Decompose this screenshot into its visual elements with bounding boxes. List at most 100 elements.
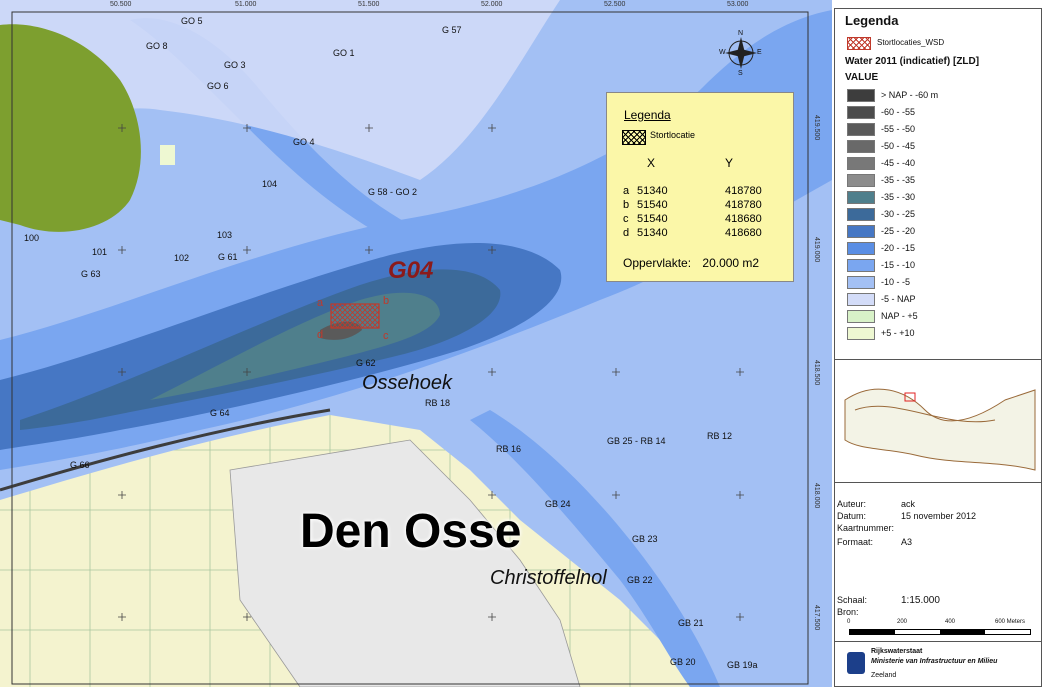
buoy-label: GB 23 bbox=[632, 534, 658, 544]
buoy-label: G 66 bbox=[70, 460, 90, 470]
buoy-label: GB 25 - RB 14 bbox=[607, 436, 666, 446]
buoy-label: RB 16 bbox=[496, 444, 522, 454]
scale-tick: 600 Meters bbox=[995, 619, 1026, 625]
meta-value: 15 november 2012 bbox=[901, 511, 977, 521]
corner-d: d bbox=[317, 329, 324, 341]
scale-bar bbox=[849, 629, 1031, 635]
depth-label: -30 - -25 bbox=[881, 209, 916, 219]
land-island bbox=[0, 24, 141, 232]
depth-label: -20 - -15 bbox=[881, 243, 916, 253]
depth-label: -10 - -5 bbox=[881, 277, 911, 287]
depth-swatch bbox=[847, 310, 875, 323]
coord-y: 418680 bbox=[725, 213, 762, 225]
meta-key: Formaat: bbox=[837, 537, 874, 547]
area-row: Oppervlakte: 20.000 m2 bbox=[623, 256, 759, 270]
depth-swatch bbox=[847, 225, 875, 238]
label-den-osse: Den Osse bbox=[300, 505, 522, 558]
depth-label: NAP - +5 bbox=[881, 311, 918, 321]
north-arrow-icon bbox=[725, 37, 757, 69]
meta-value: A3 bbox=[901, 537, 913, 547]
y-tick: 417.500 bbox=[813, 605, 820, 631]
locator-map[interactable] bbox=[835, 359, 1041, 483]
label-ossehoek: Ossehoek bbox=[362, 372, 453, 394]
x-tick: 53.000 bbox=[727, 1, 749, 8]
depth-label: -15 - -10 bbox=[881, 260, 916, 270]
buoy-label: 102 bbox=[174, 253, 190, 263]
corner-a: a bbox=[317, 297, 324, 309]
buoy-label: G 64 bbox=[210, 408, 230, 418]
buoy-label: GO 4 bbox=[293, 137, 315, 147]
map-border bbox=[11, 11, 809, 685]
depth-swatch bbox=[847, 123, 875, 136]
depth-swatch bbox=[847, 140, 875, 153]
buoy-label: GO 6 bbox=[207, 81, 229, 91]
buoy-label: GB 20 bbox=[670, 657, 696, 667]
buoy-label: GB 22 bbox=[627, 575, 653, 585]
compass-e: E bbox=[757, 49, 762, 56]
water-title: Water 2011 (indicatief) [ZLD] bbox=[845, 56, 980, 67]
x-tick: 52.500 bbox=[604, 1, 626, 8]
value-label: VALUE bbox=[845, 72, 879, 83]
org-line1: Rijkswaterstaat bbox=[871, 648, 923, 655]
area-label: Oppervlakte: bbox=[623, 256, 692, 270]
corner-b: b bbox=[383, 295, 390, 307]
area-value: 20.000 m2 bbox=[702, 256, 760, 270]
water-shallow-north bbox=[0, 0, 560, 180]
hatch-label: Stortlocatie bbox=[650, 130, 696, 140]
coord-y: 418780 bbox=[725, 199, 762, 211]
org-line3: Zeeland bbox=[871, 672, 897, 679]
buoy-label: 103 bbox=[217, 230, 233, 240]
depth-label: -50 - -45 bbox=[881, 141, 916, 151]
depth-label: -45 - -40 bbox=[881, 158, 916, 168]
depth-swatch bbox=[847, 327, 875, 340]
map-frame[interactable]: 50.500 51.000 51.500 52.000 52.500 53.00… bbox=[0, 0, 832, 687]
scale-value: 1:15.000 bbox=[901, 595, 940, 606]
y-tick: 418.000 bbox=[813, 483, 820, 509]
meta-key: Datum: bbox=[837, 511, 867, 521]
depth-swatch bbox=[847, 259, 875, 272]
locator-map-svg bbox=[844, 388, 1036, 471]
buoy-label: GB 19a bbox=[727, 660, 758, 670]
meta-block: Auteur: ack Datum: 15 november 2012 Kaar… bbox=[835, 499, 1041, 606]
coord-x: 51340 bbox=[637, 185, 668, 197]
y-tick: 419.500 bbox=[813, 115, 820, 141]
x-tick: 51.500 bbox=[358, 1, 380, 8]
depth-swatch bbox=[847, 106, 875, 119]
inset-legend-title: Legenda bbox=[624, 108, 671, 122]
dike-line bbox=[0, 408, 331, 492]
coord-id: d bbox=[623, 227, 630, 239]
buoy-label: 104 bbox=[262, 179, 278, 189]
y-tick: 419.000 bbox=[813, 237, 820, 263]
compass-w: W bbox=[719, 49, 726, 56]
stortlocatie-rect[interactable] bbox=[330, 303, 380, 329]
hatch-swatch bbox=[622, 130, 646, 145]
scale-tick: 400 bbox=[945, 619, 956, 625]
storage-swatch bbox=[847, 37, 871, 50]
x-tick: 51.000 bbox=[235, 1, 257, 8]
coord-x: 51540 bbox=[637, 213, 668, 225]
org-line2: Ministerie van Infrastructuur en Milieu bbox=[871, 658, 998, 665]
buoy-label: GO 8 bbox=[146, 41, 168, 51]
depth-label: +5 - +10 bbox=[881, 328, 915, 338]
storage-label: Stortlocaties_WSD bbox=[877, 38, 945, 47]
buoy-label: GB 24 bbox=[545, 499, 571, 509]
meta-key: Kaartnummer: bbox=[837, 523, 895, 533]
meta-value: ack bbox=[901, 499, 916, 509]
coord-x: 51540 bbox=[637, 199, 668, 211]
compass-s: S bbox=[738, 70, 743, 77]
coord-id: c bbox=[623, 213, 629, 225]
land-island-patch bbox=[160, 145, 175, 165]
buoy-label: RB 12 bbox=[707, 431, 733, 441]
buoy-label: GB 21 bbox=[678, 618, 704, 628]
water-east-channel bbox=[470, 410, 720, 687]
depth-swatch bbox=[847, 89, 875, 102]
buoy-label: G 57 bbox=[442, 25, 462, 35]
coord-id: b bbox=[623, 199, 630, 211]
compass-n: N bbox=[738, 30, 744, 37]
y-tick: 418.500 bbox=[813, 360, 820, 386]
depth-label: -35 - -30 bbox=[881, 192, 916, 202]
buoy-label: GO 1 bbox=[333, 48, 355, 58]
scale-tick: 200 bbox=[897, 619, 908, 625]
label-christoffelnol: Christoffelnol bbox=[490, 567, 607, 589]
buoy-label: 101 bbox=[92, 247, 108, 257]
